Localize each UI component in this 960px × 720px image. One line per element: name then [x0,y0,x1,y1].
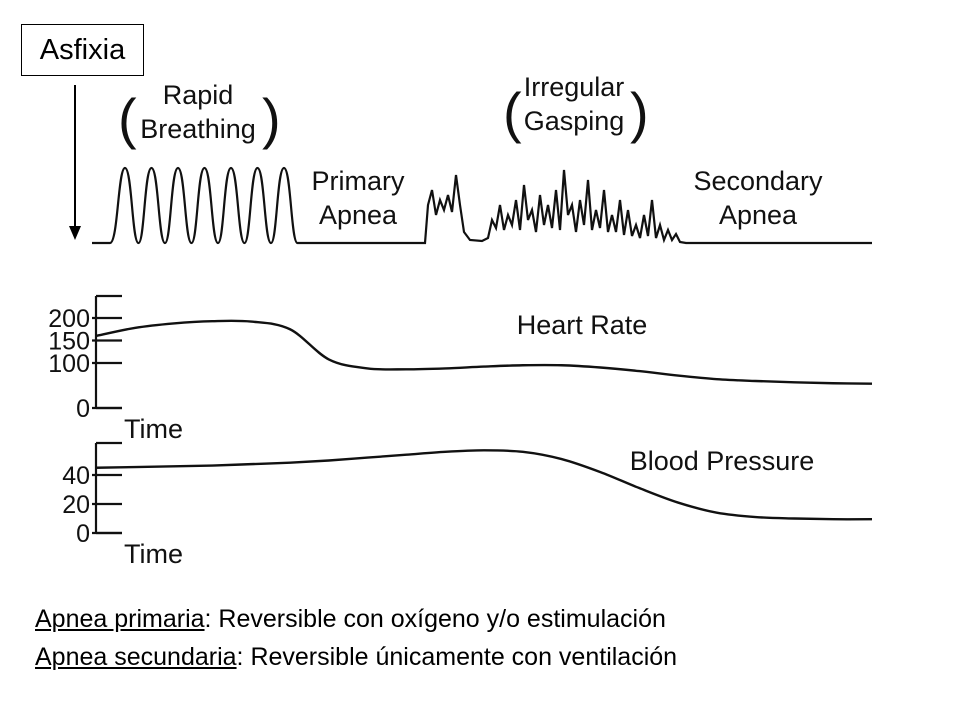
x-axis-label: Time [124,414,183,444]
phase-label-gasping-1: Irregular [524,72,625,102]
series-line [95,319,873,385]
y-tick-label: 20 [62,491,90,519]
chart-title: Blood Pressure [630,446,815,476]
bracket-right-gasping: ) [630,81,649,144]
series-line [95,449,873,521]
caption-text-secondary: : Reversible únicamente con ventilación [236,643,678,671]
phase-label-rapid-1: Rapid [163,80,234,110]
y-tick-label: 40 [62,462,90,490]
chart-title: Heart Rate [517,310,648,340]
bracket-right-rapid: ) [262,87,281,150]
asphyxia-arrow [69,85,81,240]
phase-label-secondary-1: Secondary [693,166,823,196]
phase-label-primary-1: Primary [312,166,405,196]
phase-label-primary-2: Apnea [319,200,398,230]
caption-text-primary: : Reversible con oxígeno y/o estimulació… [204,605,666,633]
title-text: Asfixia [39,33,126,66]
phase-label-secondary-2: Apnea [719,200,798,230]
y-tick-label: 0 [76,395,90,423]
bracket-left-gasping: ( [503,81,522,144]
x-axis-label: Time [124,539,183,569]
breathing-phase-labels: Rapid Breathing ( ) Primary Apnea Irregu… [118,72,823,230]
title-box: Asfixia [21,24,144,76]
y-tick-label: 0 [76,520,90,548]
phase-label-rapid-2: Breathing [140,114,256,144]
caption-term-secondary: Apnea secundaria [35,643,237,671]
caption-line-secondary: Apnea secundaria: Reversible únicamente … [35,643,677,672]
caption-term-primary: Apnea primaria [35,605,205,633]
y-tick-label: 150 [48,328,90,356]
caption-line-primary: Apnea primaria: Reversible con oxígeno y… [35,605,666,634]
y-tick-label: 100 [48,350,90,378]
bracket-left-rapid: ( [118,87,137,150]
phase-label-gasping-2: Gasping [524,106,625,136]
breathing-trace [92,166,872,245]
y-tick-label: 200 [48,305,90,333]
